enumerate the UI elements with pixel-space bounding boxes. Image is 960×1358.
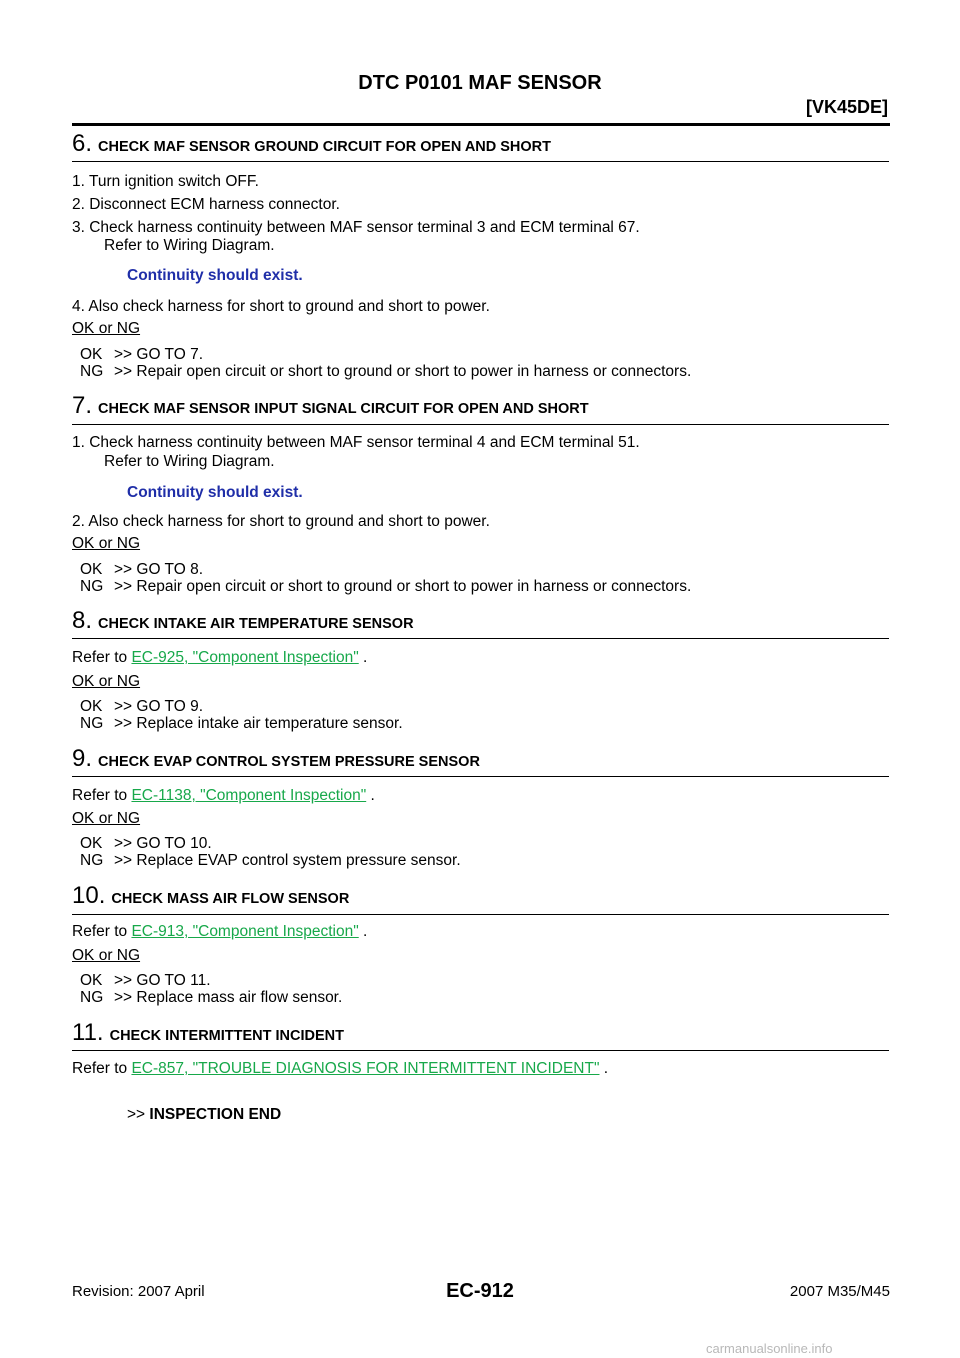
step-6-ok-row: OK >> GO TO 7.	[80, 345, 203, 365]
ng-text: >> Repair open circuit or short to groun…	[114, 363, 692, 380]
ng-label: NG	[80, 989, 104, 1006]
ng-text: >> Replace mass air flow sensor.	[114, 989, 343, 1006]
refer-suffix: .	[358, 923, 368, 940]
refer-prefix: Refer to	[72, 649, 132, 666]
step-9-title: CHECK EVAP CONTROL SYSTEM PRESSURE SENSO…	[98, 754, 480, 770]
step-7-spec: Continuity should exist.	[127, 484, 303, 501]
ok-label: OK	[80, 835, 103, 852]
ok-label: OK	[80, 346, 103, 363]
refer-suffix: .	[599, 1060, 609, 1077]
ok-text: >> GO TO 7.	[114, 346, 204, 363]
ok-text: >> GO TO 9.	[114, 698, 204, 715]
step-11-heading: 11. CHECK INTERMITTENT INCIDENT	[72, 1019, 889, 1051]
step-9-heading: 9. CHECK EVAP CONTROL SYSTEM PRESSURE SEN…	[72, 745, 889, 777]
step-6-item-4: 4. Also check harness for short to groun…	[72, 298, 490, 315]
step-9-refer: Refer to EC-1138, "Component Inspection"…	[72, 786, 375, 806]
inspection-end: >> INSPECTION END	[127, 1105, 281, 1125]
end-prefix: >>	[127, 1106, 146, 1123]
step-6-ok-or-ng: OK or NG	[72, 320, 141, 337]
step-9-ok-row: OK >> GO TO 10.	[80, 834, 212, 854]
step-8-heading: 8. CHECK INTAKE AIR TEMPERATURE SENSOR	[72, 607, 889, 639]
ng-text: >> Replace EVAP control system pressure …	[114, 852, 461, 869]
refer-suffix: .	[358, 649, 368, 666]
step-10-ok-or-ng: OK or NG	[72, 947, 141, 964]
step-6-ng-row: NG >> Repair open circuit or short to gro…	[80, 362, 691, 382]
step-7-item-2: 2. Also check harness for short to groun…	[72, 513, 490, 530]
step-10-ok-row: OK >> GO TO 11.	[80, 971, 211, 991]
ng-label: NG	[80, 363, 104, 380]
step-10-heading: 10. CHECK MASS AIR FLOW SENSOR	[72, 882, 889, 915]
step-7-heading: 7. CHECK MAF SENSOR INPUT SIGNAL CIRCUIT …	[72, 392, 889, 425]
step-6-item-1: 1. Turn ignition switch OFF.	[72, 173, 259, 190]
link-ec-1138[interactable]: EC-1138, "Component Inspection"	[131, 787, 367, 804]
step-10-ng-row: NG >> Replace mass air flow sensor.	[80, 988, 342, 1008]
link-ec-857[interactable]: EC-857, "TROUBLE DIAGNOSIS FOR INTERMITT…	[131, 1060, 600, 1077]
step-6-item-2: 2. Disconnect ECM harness connector.	[72, 196, 340, 213]
step-8-refer: Refer to EC-925, "Component Inspection" …	[72, 648, 367, 668]
step-7-ok-row: OK >> GO TO 8.	[80, 560, 203, 580]
end-text: INSPECTION END	[149, 1106, 282, 1123]
ng-text: >> Repair open circuit or short to groun…	[114, 578, 692, 595]
step-10-number: 10.	[72, 882, 106, 909]
footer-page-number: EC-912	[446, 1280, 514, 1302]
refer-prefix: Refer to	[72, 923, 132, 940]
header-divider	[72, 123, 890, 126]
step-11-refer: Refer to EC-857, "TROUBLE DIAGNOSIS FOR …	[72, 1059, 608, 1079]
step-10-refer: Refer to EC-913, "Component Inspection" …	[72, 922, 367, 942]
step-9-number: 9.	[72, 745, 93, 772]
footer-model: 2007 M35/M45	[789, 1283, 890, 1300]
watermark: carmanualsonline.info	[706, 1341, 833, 1356]
ng-text: >> Replace intake air temperature sensor…	[114, 715, 403, 732]
step-6-item-3: 3. Check harness continuity between MAF …	[72, 219, 640, 236]
ng-label: NG	[80, 852, 104, 869]
page-title: DTC P0101 MAF SENSOR	[358, 72, 602, 94]
step-8-ok-row: OK >> GO TO 9.	[80, 697, 203, 717]
step-6-refer: Refer to Wiring Diagram.	[104, 237, 275, 254]
step-6-spec: Continuity should exist.	[127, 267, 303, 284]
refer-suffix: .	[366, 787, 375, 804]
refer-prefix: Refer to	[72, 787, 132, 804]
ok-text: >> GO TO 11.	[114, 972, 211, 989]
link-ec-925[interactable]: EC-925, "Component Inspection"	[131, 649, 359, 666]
step-8-title: CHECK INTAKE AIR TEMPERATURE SENSOR	[98, 616, 414, 632]
step-6-title: CHECK MAF SENSOR GROUND CIRCUIT FOR OPEN…	[98, 139, 552, 155]
step-10-title: CHECK MASS AIR FLOW SENSOR	[111, 891, 350, 907]
step-7-ok-or-ng: OK or NG	[72, 535, 141, 552]
step-8-number: 8.	[72, 607, 93, 634]
ok-label: OK	[80, 972, 103, 989]
step-8-ok-or-ng: OK or NG	[72, 673, 141, 690]
ng-label: NG	[80, 715, 104, 732]
step-6-heading: 6. CHECK MAF SENSOR GROUND CIRCUIT FOR OP…	[72, 130, 889, 162]
step-6-number: 6.	[72, 130, 93, 157]
footer-revision: Revision: 2007 April	[72, 1283, 205, 1300]
link-ec-913[interactable]: EC-913, "Component Inspection"	[131, 923, 359, 940]
step-7-refer: Refer to Wiring Diagram.	[104, 453, 275, 470]
step-7-title: CHECK MAF SENSOR INPUT SIGNAL CIRCUIT FO…	[98, 401, 589, 417]
step-11-title: CHECK INTERMITTENT INCIDENT	[109, 1028, 345, 1044]
step-11-number: 11.	[72, 1019, 104, 1046]
ok-label: OK	[80, 698, 103, 715]
step-9-ng-row: NG >> Replace EVAP control system pressur…	[80, 851, 461, 871]
engine-model-label: [VK45DE]	[805, 97, 888, 117]
step-8-ng-row: NG >> Replace intake air temperature sens…	[80, 714, 403, 734]
ok-text: >> GO TO 8.	[114, 561, 204, 578]
step-7-item-1: 1. Check harness continuity between MAF …	[72, 434, 640, 451]
ok-label: OK	[80, 561, 103, 578]
ng-label: NG	[80, 578, 104, 595]
step-7-number: 7.	[72, 392, 93, 419]
ok-text: >> GO TO 10.	[114, 835, 212, 852]
step-9-ok-or-ng: OK or NG	[72, 810, 141, 827]
refer-prefix: Refer to	[72, 1060, 132, 1077]
step-7-ng-row: NG >> Repair open circuit or short to gro…	[80, 577, 691, 597]
